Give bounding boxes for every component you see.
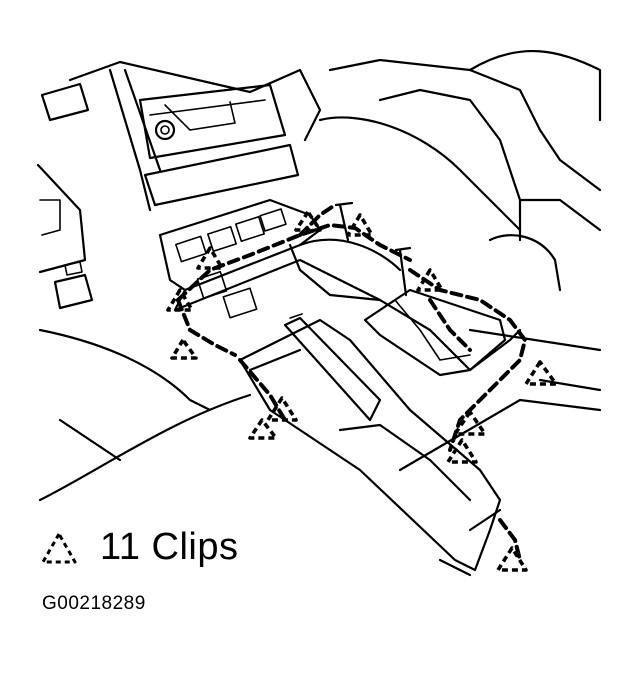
legend-label: 11 Clips (100, 526, 239, 568)
clip-triangle-11 (496, 546, 528, 572)
clip-triangle-4 (294, 210, 322, 232)
dashed-triangle-clip-icon (41, 532, 77, 563)
center-console (58, 198, 602, 577)
clip-triangle-7 (524, 360, 558, 386)
clip-triangle-2 (170, 338, 198, 360)
seat-and-door-outline (318, 49, 602, 392)
clip-routes (176, 203, 528, 562)
legend: 11 Clips (40, 526, 238, 569)
clip-triangle-9 (446, 438, 478, 464)
clip-markers (166, 210, 558, 572)
clip-triangle-3 (196, 246, 224, 270)
clip-triangle-1 (166, 288, 194, 312)
clip-triangle-10 (266, 396, 298, 422)
clip-triangle-6 (416, 268, 444, 292)
left-floor-outline (38, 328, 252, 502)
clip-triangle-5 (346, 213, 374, 237)
clip-triangle-8 (453, 410, 487, 436)
dashboard-outline (36, 60, 322, 310)
figure-id: G00218289 (42, 593, 146, 614)
